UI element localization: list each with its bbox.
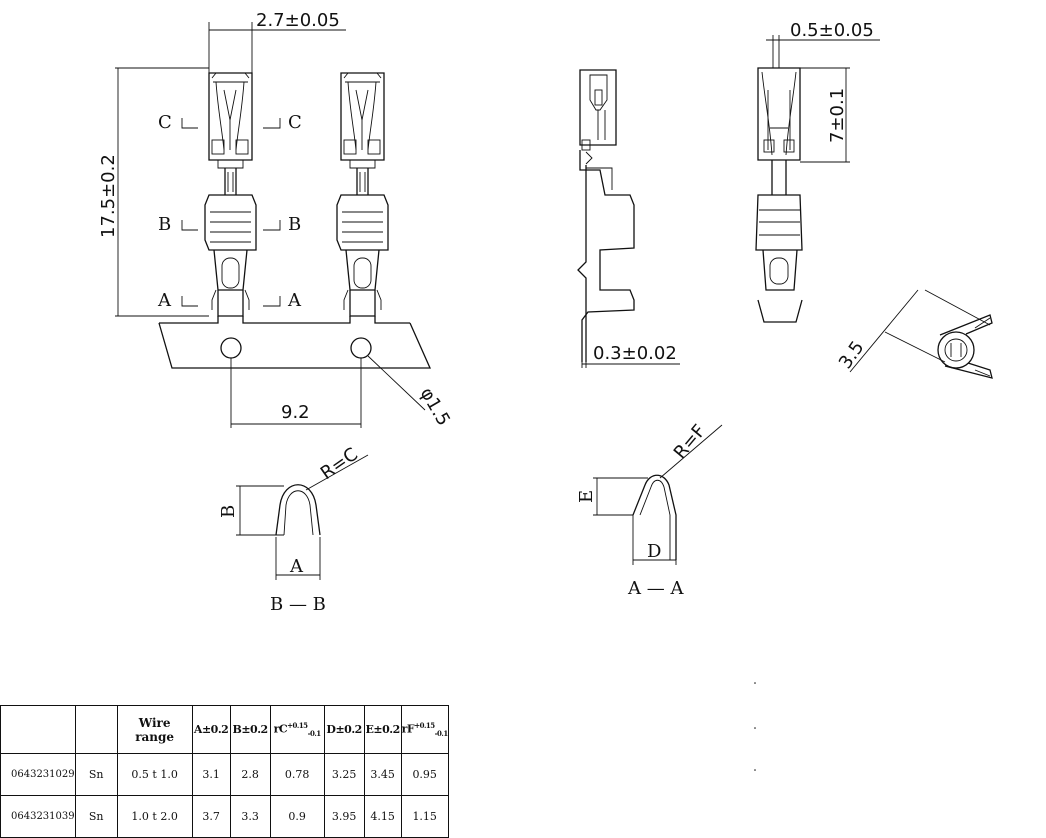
end-view: 3.5 — [835, 289, 993, 379]
svg-text:B: B — [158, 214, 171, 235]
dim-height-total: 17.5±0.2 — [98, 67, 209, 317]
table-header: E±0.2 — [363, 705, 402, 754]
section-markers: C C B B A A — [157, 112, 302, 311]
svg-text:R=F: R=F — [670, 421, 710, 464]
svg-text:7±0.1: 7±0.1 — [827, 88, 848, 143]
svg-text:E: E — [576, 490, 597, 503]
table-header — [74, 705, 118, 754]
table-cell: 0643231029 — [0, 753, 76, 796]
table-cell: 3.3 — [229, 795, 271, 838]
svg-text:A: A — [157, 290, 172, 311]
table-row: 0643231029 Sn 0.5 t 1.0 3.1 2.8 0.78 3.2… — [0, 753, 449, 796]
side-view-right: 0.5±0.05 7±0.1 — [755, 20, 880, 323]
svg-text:C: C — [158, 112, 172, 133]
table-cell: 3.1 — [191, 753, 231, 796]
svg-text:B: B — [218, 505, 239, 518]
carrier-strip — [158, 316, 432, 369]
table-cell: 0.95 — [400, 753, 449, 796]
table-header: rC+0.15-0.1 — [269, 705, 325, 754]
table-cell: 0643231039 — [0, 795, 76, 838]
table-cell: 0.5 t 1.0 — [116, 753, 193, 796]
side-view: 0.3±0.02 — [577, 69, 680, 368]
svg-text:3.5: 3.5 — [835, 337, 869, 373]
svg-text:A: A — [287, 290, 302, 311]
svg-text:R=C: R=C — [317, 444, 362, 484]
svg-text:B — B: B — B — [270, 594, 326, 615]
svg-text:D: D — [647, 541, 661, 562]
table-row: 0643231039 Sn 1.0 t 2.0 3.7 3.3 0.9 3.95… — [0, 795, 449, 838]
table-header: B±0.2 — [229, 705, 271, 754]
table-header — [0, 705, 76, 754]
svg-text:0.3±0.02: 0.3±0.02 — [593, 343, 677, 364]
section-a-a: D E R=F A — A — [576, 421, 723, 599]
dim-pitch: 9.2 — [230, 358, 362, 428]
table-cell: 4.15 — [363, 795, 402, 838]
table-cell: 0.9 — [269, 795, 325, 838]
svg-text:B: B — [288, 214, 301, 235]
svg-text:C: C — [288, 112, 302, 133]
dim-width-top: 2.7±0.05 — [208, 10, 346, 73]
table-cell: Sn — [74, 753, 118, 796]
dim-hole-diameter: φ1.5 — [367, 355, 454, 430]
svg-text:A — A: A — A — [627, 578, 684, 599]
table-header: Wire range — [116, 705, 193, 754]
svg-text:0.5±0.05: 0.5±0.05 — [790, 20, 874, 41]
table-cell: 1.0 t 2.0 — [116, 795, 193, 838]
table-cell: 0.78 — [269, 753, 325, 796]
table-cell: Sn — [74, 795, 118, 838]
table-cell: 3.95 — [323, 795, 365, 838]
spec-table: Wire range A±0.2 B±0.2 rC+0.15-0.1 D±0.2… — [0, 705, 449, 838]
table-header: rF+0.15-0.1 — [400, 705, 449, 754]
table-cell: 3.45 — [363, 753, 402, 796]
table-header: A±0.2 — [191, 705, 231, 754]
table-header-row: Wire range A±0.2 B±0.2 rC+0.15-0.1 D±0.2… — [0, 705, 449, 754]
table-cell: 1.15 — [400, 795, 449, 838]
svg-text:2.7±0.05: 2.7±0.05 — [256, 10, 340, 31]
terminal-right — [336, 72, 389, 317]
terminal-left — [204, 72, 257, 317]
table-cell: 3.25 — [323, 753, 365, 796]
svg-text:17.5±0.2: 17.5±0.2 — [98, 154, 119, 238]
table-cell: 3.7 — [191, 795, 231, 838]
table-header: D±0.2 — [323, 705, 365, 754]
svg-text:A: A — [289, 556, 304, 577]
svg-text:9.2: 9.2 — [281, 402, 310, 423]
section-b-b: A B R=C B — B — [218, 444, 369, 615]
table-cell: 2.8 — [229, 753, 271, 796]
